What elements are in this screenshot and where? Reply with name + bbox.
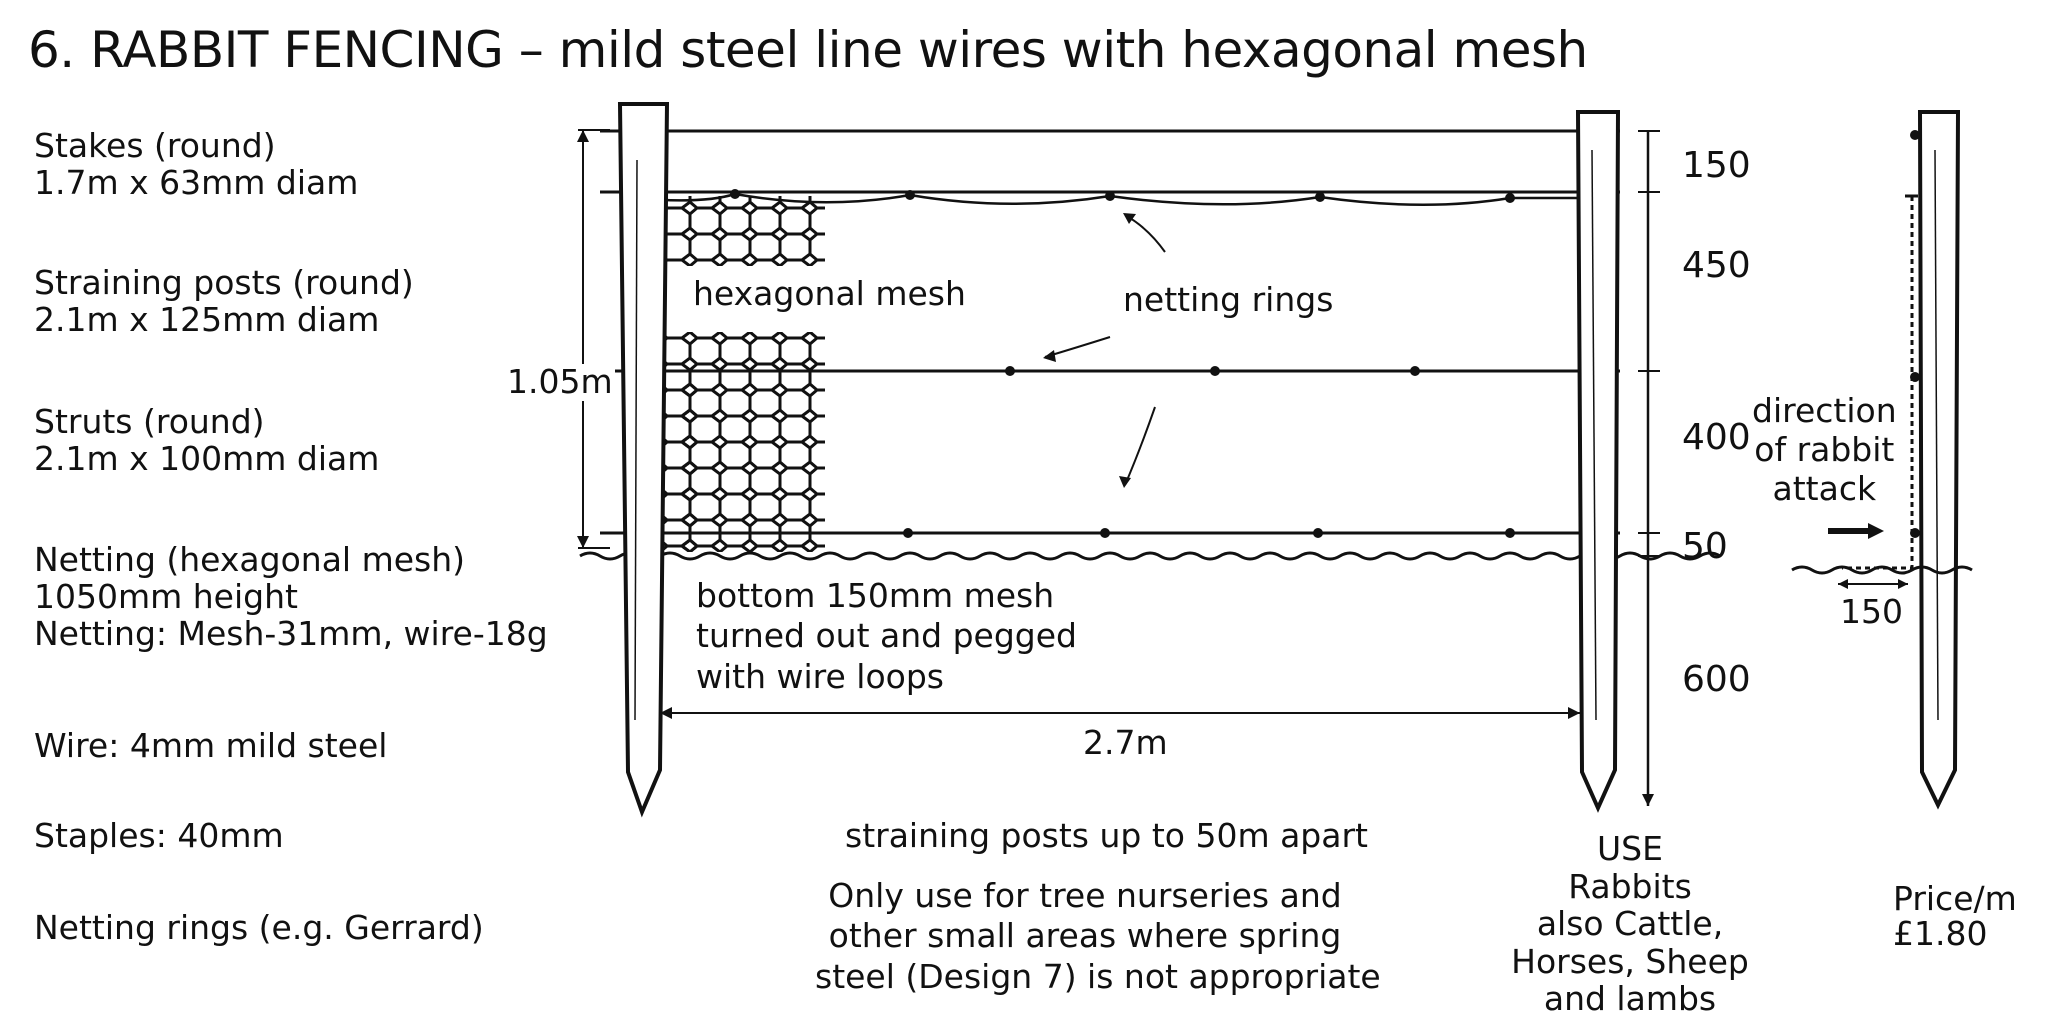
use-line: Rabbits	[1568, 866, 1692, 906]
hex-mesh-label: hexagonal mesh	[693, 274, 966, 313]
bottom-mesh-line: turned out and pegged	[696, 616, 1077, 656]
spec-value: Netting: Mesh-31mm, wire-18g	[34, 613, 548, 653]
usage-note: Only use for tree nurseries and other sm…	[815, 876, 1381, 997]
spec-value: 1.7m x 63mm diam	[34, 162, 359, 202]
span-label: 2.7m	[1083, 723, 1168, 762]
use-heading: USE	[1597, 829, 1663, 868]
left-straining-post	[617, 102, 670, 818]
netting-rings	[730, 189, 1515, 538]
spec-value: 2.1m x 125mm diam	[34, 299, 380, 339]
spec-label: Struts (round)	[34, 402, 265, 441]
usage-note-line: Only use for tree nurseries and	[828, 876, 1342, 915]
spacing-50: 50	[1682, 526, 1728, 567]
bottom-mesh-line: with wire loops	[696, 656, 944, 696]
bottom-mesh-label: bottom 150mm mesh turned out and pegged …	[696, 576, 1077, 697]
use-line: also Cattle,	[1536, 904, 1724, 944]
use-line: Horses, Sheep	[1511, 941, 1749, 981]
spacing-600: 600	[1682, 659, 1751, 700]
bottom-mesh-line: bottom 150mm mesh	[696, 576, 1055, 615]
spec-straining-posts: Straining posts (round) 2.1m x 125mm dia…	[34, 263, 414, 339]
usage-note-line: other small areas where spring	[828, 916, 1342, 956]
spec-stakes: Stakes (round) 1.7m x 63mm diam	[34, 126, 359, 202]
use-line: and lambs	[1543, 979, 1717, 1019]
spec-label: Netting (hexagonal mesh)	[34, 540, 466, 579]
spec-value: 2.1m x 100mm diam	[34, 438, 380, 478]
hex-mesh-top	[640, 196, 825, 266]
side-view-stake	[1917, 110, 1961, 810]
turn-out-label: 150	[1840, 592, 1903, 631]
spec-netting: Netting (hexagonal mesh) 1050mm height N…	[34, 540, 548, 653]
spec-staples: Staples: 40mm	[34, 816, 284, 855]
spec-struts: Struts (round) 2.1m x 100mm diam	[34, 402, 380, 478]
direction-line: of rabbit	[1754, 429, 1895, 469]
price-label: Price/m	[1893, 879, 2017, 918]
ground-line	[579, 551, 1721, 561]
spacing-150: 150	[1682, 145, 1751, 186]
right-straining-post	[1575, 110, 1621, 813]
netting-rings-label: netting rings	[1123, 280, 1334, 319]
spacing-400: 400	[1682, 417, 1751, 458]
spec-label: Stakes (round)	[34, 126, 276, 165]
spec-wire: Wire: 4mm mild steel	[34, 726, 388, 765]
side-view-netting	[1842, 196, 1914, 570]
direction-label: direction of rabbit attack	[1752, 391, 1897, 509]
spacing-450: 450	[1682, 245, 1751, 286]
post-spacing-note: straining posts up to 50m apart	[845, 816, 1368, 855]
spec-value: 1050mm height	[34, 576, 298, 616]
spec-label: Straining posts (round)	[34, 263, 414, 302]
usage-note-line: steel (Design 7) is not appropriate	[815, 956, 1381, 996]
direction-line: direction	[1752, 391, 1897, 430]
spec-netting-rings: Netting rings (e.g. Gerrard)	[34, 908, 484, 947]
direction-line: attack	[1772, 468, 1877, 508]
side-view-ground	[1791, 565, 1973, 575]
price-block: Price/m £1.80	[1893, 879, 2017, 953]
page-title: 6. RABBIT FENCING – mild steel line wire…	[28, 21, 1588, 79]
height-label: 1.05m	[505, 362, 615, 401]
price-value: £1.80	[1893, 913, 1988, 953]
use-block: USE Rabbits also Cattle, Horses, Sheep a…	[1500, 830, 1760, 1018]
